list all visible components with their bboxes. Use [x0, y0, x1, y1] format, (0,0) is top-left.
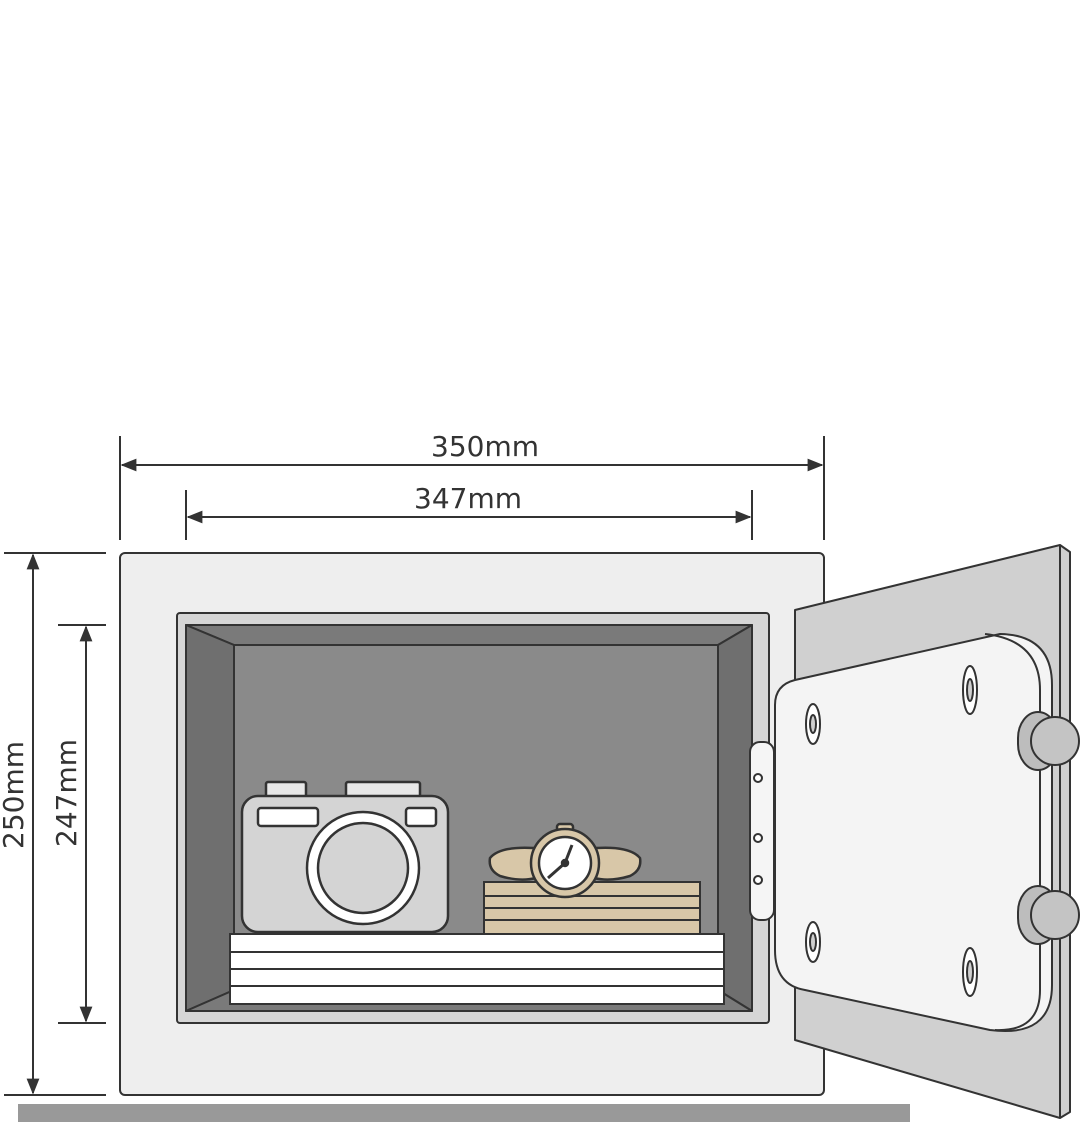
- inner-height-label: 247mm: [50, 739, 83, 847]
- wristwatch-icon: [488, 822, 642, 899]
- safe-door: [749, 544, 1080, 1119]
- inner-width-label: 347mm: [414, 482, 522, 515]
- jewelry-box: [483, 881, 701, 935]
- document-stack: [229, 933, 725, 1005]
- outer-width-dimension: [119, 436, 825, 540]
- floor-line: [18, 1104, 910, 1122]
- outer-height-label: 250mm: [0, 741, 30, 849]
- camera-icon: [240, 780, 450, 934]
- hinge: [749, 741, 775, 921]
- inner-height-dimension: [58, 624, 106, 1024]
- outer-height-dimension: [4, 552, 106, 1096]
- inner-width-dimension: [185, 490, 753, 540]
- door-screws: [805, 665, 978, 997]
- locking-bolt: [1017, 711, 1080, 771]
- locking-bolt: [1017, 885, 1080, 945]
- safe-body: [119, 552, 825, 1096]
- outer-width-label: 350mm: [431, 430, 539, 463]
